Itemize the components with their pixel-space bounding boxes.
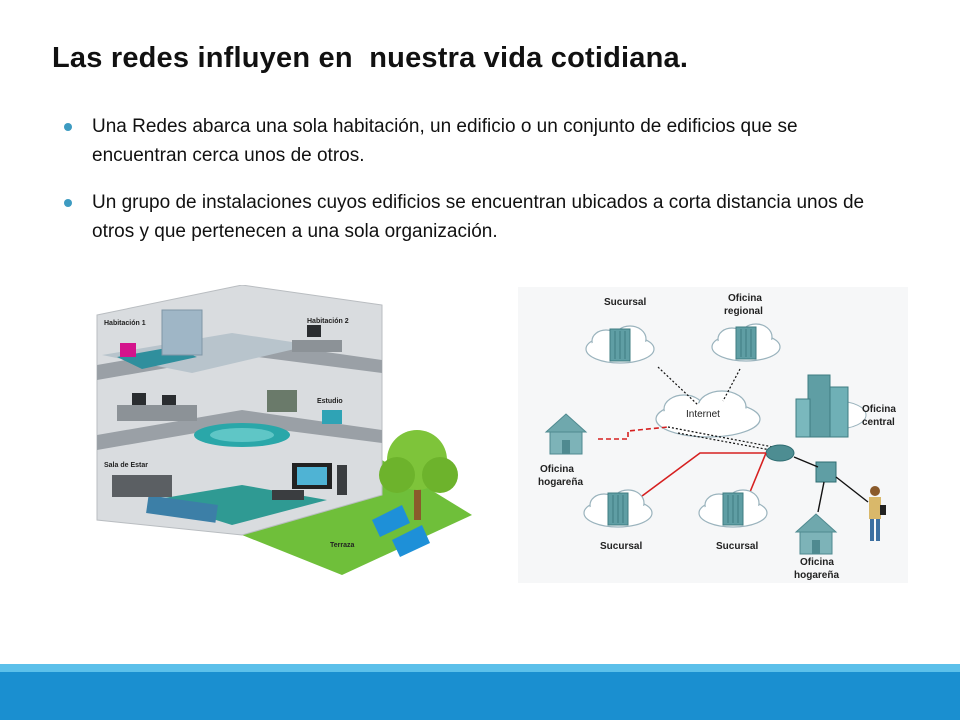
bullet-item: Una Redes abarca una sola habitación, un…: [62, 112, 882, 170]
footer-accent-stripe: [0, 664, 960, 672]
monitor-shape: [132, 393, 146, 405]
label-regional-2: regional: [724, 306, 763, 317]
router-icon: [765, 444, 795, 462]
lounge-chair: [372, 505, 410, 537]
tv-screen: [297, 467, 327, 485]
internet-cloud: [655, 390, 761, 438]
label-terrace: Terraza: [330, 542, 354, 549]
label-central-2: central: [862, 417, 895, 428]
rug-inner: [210, 428, 274, 442]
label-branch-top: Sucursal: [604, 297, 646, 308]
floor-slab: [97, 410, 382, 450]
bullet-text: Un grupo de instalaciones cuyos edificio…: [92, 192, 865, 242]
pillow-shape: [120, 343, 136, 357]
bullet-text: Una Redes abarca una sola habitación, un…: [92, 116, 798, 166]
chair-shape: [322, 410, 342, 424]
label-room2: Habitación 2: [307, 318, 349, 325]
label-regional-1: Oficina: [728, 293, 762, 304]
house-network-illustration: Habitación 1 Habitación 2 Estudio Sala d…: [96, 285, 472, 575]
bullet-item: Un grupo de instalaciones cuyos edificio…: [62, 188, 882, 246]
label-study: Estudio: [317, 398, 343, 405]
sofa-shape: [146, 495, 218, 523]
branch-bottom-left-node: [583, 489, 653, 528]
wan-links: [598, 426, 767, 500]
label-home-left-2: hogareña: [538, 477, 583, 488]
tree-canopy: [379, 457, 415, 493]
lan-links: [793, 456, 869, 513]
bullet-dot-icon: [64, 199, 72, 207]
label-branch-bottom-right: Sucursal: [716, 541, 758, 552]
media-shelf: [112, 475, 172, 497]
label-central-1: Oficina: [862, 404, 896, 415]
monitor-shape: [307, 325, 321, 337]
label-room1: Habitación 1: [104, 320, 146, 327]
slide-title: Las redes influyen en nuestra vida cotid…: [52, 42, 689, 74]
label-living: Sala de Estar: [104, 462, 148, 469]
home-office-right-node: [795, 513, 837, 555]
vpn-links: [657, 366, 777, 452]
label-home-right-2: hogareña: [794, 570, 839, 581]
label-internet: Internet: [686, 409, 720, 420]
mobile-user-icon: [869, 486, 886, 541]
bullet-dot-icon: [64, 123, 72, 131]
switch-icon: [815, 461, 837, 483]
footer-band: [0, 672, 960, 720]
table-shape: [272, 490, 304, 500]
desk-shape: [117, 405, 197, 421]
tree-canopy: [422, 457, 458, 493]
network-diagram: Internet Oficina central Oficina hogareñ…: [518, 287, 908, 583]
regional-office-node: [711, 323, 781, 362]
label-home-right-1: Oficina: [800, 557, 834, 568]
label-home-left-1: Oficina: [540, 464, 574, 475]
monitor-shape: [162, 395, 176, 405]
bullet-list: Una Redes abarca una sola habitación, un…: [62, 112, 882, 264]
home-office-left-node: [545, 413, 587, 455]
speaker-shape: [337, 465, 347, 495]
branch-top-node: [585, 325, 655, 364]
wardrobe-shape: [161, 309, 203, 356]
lounge-chair: [392, 525, 430, 557]
branch-bottom-right-node: [698, 489, 768, 528]
desk-shape: [292, 340, 342, 352]
bookshelf-shape: [267, 390, 297, 412]
label-branch-bottom-left: Sucursal: [600, 541, 642, 552]
tree-trunk: [414, 470, 421, 520]
central-office-node: [795, 374, 867, 438]
